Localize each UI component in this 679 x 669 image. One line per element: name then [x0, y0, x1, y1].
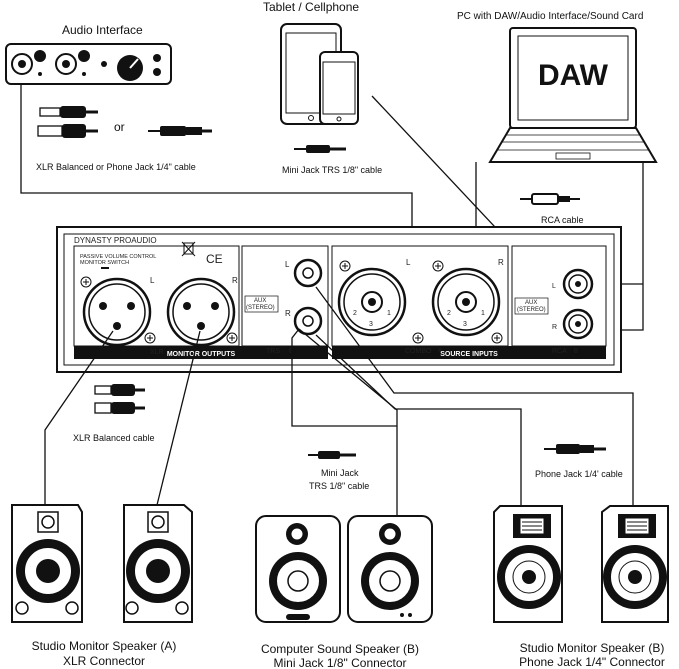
combo-input-right-connector [431, 267, 501, 337]
panel-model-underline [101, 267, 109, 269]
or-label: or [114, 120, 125, 134]
combo-left-pin3: 3 [369, 321, 373, 328]
wire-audio-interface [20, 85, 413, 248]
panel-model-line2: MONITOR SWITCH [80, 260, 129, 266]
xlr-l-label: L [150, 276, 155, 285]
speaker-a-label-line1: Studio Monitor Speaker (A) [32, 639, 177, 653]
daw-screen-text: DAW [538, 59, 609, 92]
computer-speaker-label-line1: Computer Sound Speaker (B) [261, 642, 419, 656]
computer-speaker-label-line2: Mini Jack 1/8" Connector [274, 656, 407, 669]
combo-right-pin1: 1 [481, 310, 485, 317]
mini-jack-plug-icon [294, 145, 346, 153]
mini-jack-cable-label: Mini Jack TRS 1/8" cable [282, 165, 382, 175]
aux-line1: AUX [254, 298, 266, 304]
combo-input-left-connector [337, 267, 407, 337]
wire-trs-left-branch [291, 328, 397, 427]
studio-monitor-b-left-speaker [493, 505, 563, 623]
pc-label: PC with DAW/Audio Interface/Sound Card [457, 11, 643, 22]
rca-aux-label-box [514, 297, 549, 315]
rca-l-label: L [552, 283, 556, 290]
weee-bin-icon [181, 241, 196, 257]
aux-label-box [244, 295, 279, 313]
rca-plug-icon [520, 193, 580, 205]
xlr-output-right-connector [166, 277, 236, 347]
combo-section-a-badge [435, 345, 445, 355]
panel-brand: DYNASTY PROAUDIO [74, 236, 157, 245]
rca-r-label: R [552, 324, 557, 331]
mini-jack-center-line2: TRS 1/8" cable [309, 481, 369, 491]
speaker-b-label-line1: Studio Monitor Speaker (B) [520, 641, 665, 655]
studio-monitor-b-right-speaker [601, 505, 669, 623]
rca-section-label: RCA [552, 348, 567, 355]
xlr-r-label: R [232, 276, 238, 285]
trs-l-label: L [285, 260, 290, 269]
rca-section-b-letter: B [574, 349, 578, 355]
xlr-section-label: XLR [150, 349, 164, 356]
rca-aux-line2: (STEREO) [517, 307, 546, 313]
studio-monitor-a-right-speaker [123, 504, 193, 623]
combo-left-pin2: 2 [353, 310, 357, 317]
tablet-label: Tablet / Cellphone [263, 0, 359, 14]
rca-jack-left [562, 268, 594, 300]
combo-section-label: COMBO [405, 348, 432, 355]
combo-r-label: R [498, 258, 504, 267]
trs-r-label: R [285, 309, 291, 318]
xlr-balanced-plug-icon [94, 384, 145, 414]
xlr-plug-icon [37, 106, 98, 138]
panel-screw-icon [80, 260, 503, 344]
studio-monitor-a-left-speaker [11, 504, 83, 623]
mini-jack-center-line1: Mini Jack [321, 468, 359, 478]
trs-section-label: TRS [266, 348, 280, 355]
rca-jack-right [562, 308, 594, 340]
ce-mark: CE [206, 252, 223, 266]
wire-trs-to-speaker-b-right [315, 286, 634, 505]
section-b-badge [286, 345, 296, 355]
rca-aux-line1: AUX [525, 300, 537, 306]
speaker-b-label-line2: Phone Jack 1/4" Connector [519, 655, 665, 669]
source-inputs-strip: SOURCE INPUTS [440, 351, 498, 358]
combo-l-label: L [406, 258, 411, 267]
rca-section-b-badge [571, 345, 581, 355]
section-a-badge [165, 346, 175, 356]
computer-speaker-right [347, 515, 433, 623]
trs-jack-right [293, 306, 323, 336]
wire-trs-right-out [298, 328, 398, 520]
audio-interface-device [5, 43, 172, 85]
xlr-or-phone-cable-label: XLR Balanced or Phone Jack 1/4" cable [36, 162, 196, 172]
wire-xlr-left-out [44, 330, 114, 505]
combo-section-a-letter: A [438, 349, 442, 355]
section-a-letter: A [168, 350, 172, 356]
section-b-letter: B [289, 349, 293, 355]
rca-cable-label: RCA cable [541, 215, 584, 225]
phone-jack-plug-icon [148, 126, 212, 136]
phone-jack-cable-label: Phone Jack 1/4' cable [535, 469, 623, 479]
combo-right-pin2: 2 [447, 310, 451, 317]
speaker-a-label-line2: XLR Connector [63, 654, 145, 668]
cellphone-icon [319, 51, 359, 125]
wire-trs-to-speaker-b-left [315, 334, 522, 505]
panel-model-line1: PASSIVE VOLUME CONTROL [80, 254, 156, 260]
combo-left-pin1: 1 [387, 310, 391, 317]
computer-speaker-left [255, 515, 341, 623]
monitor-outputs-strip: MONITOR OUTPUTS [167, 351, 236, 358]
xlr-balanced-cable-label: XLR Balanced cable [73, 433, 155, 443]
trs-jack-left [293, 258, 323, 288]
laptop-icon [488, 27, 658, 163]
aux-line2: (STEREO) [246, 305, 275, 311]
monitor-switch-panel [56, 226, 622, 373]
audio-interface-label: Audio Interface [62, 23, 143, 37]
wire-xlr-right-out [156, 330, 201, 506]
phone-jack-right-plug-icon [544, 444, 606, 454]
xlr-output-left-connector [82, 277, 152, 347]
mini-jack-center-plug-icon [308, 451, 356, 459]
combo-right-pin3: 3 [463, 321, 467, 328]
